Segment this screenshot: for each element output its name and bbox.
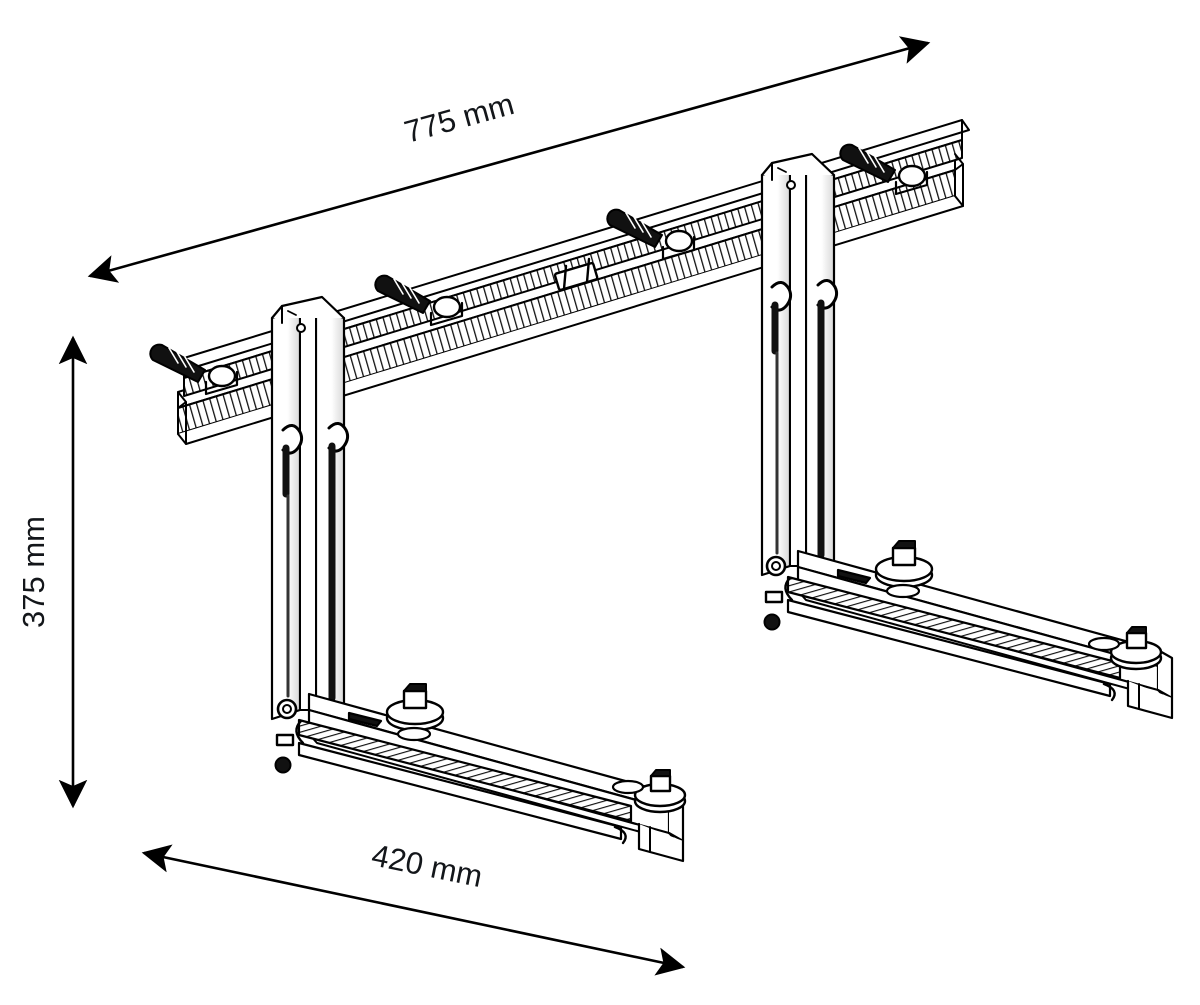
bracket-assembly-illustration	[149, 119, 1174, 863]
brace-bolt	[1087, 626, 1163, 671]
dimension-width-arrow	[87, 36, 931, 283]
dimension-depth-label: 420 mm	[369, 837, 486, 894]
anchor-bolt	[149, 343, 239, 396]
bracket-rear	[760, 152, 1174, 720]
dimension-width-label: 775 mm	[401, 86, 518, 150]
dimension-height-label: 375 mm	[16, 516, 51, 628]
dimension-height: 375 mm	[16, 335, 88, 809]
bracket-front	[270, 295, 687, 863]
dimension-depth: 420 mm	[141, 837, 686, 976]
dimension-depth-arrow	[141, 844, 686, 976]
brace-bolt	[385, 683, 445, 742]
brace-bolt	[874, 540, 934, 599]
brace-bolt	[611, 769, 687, 814]
